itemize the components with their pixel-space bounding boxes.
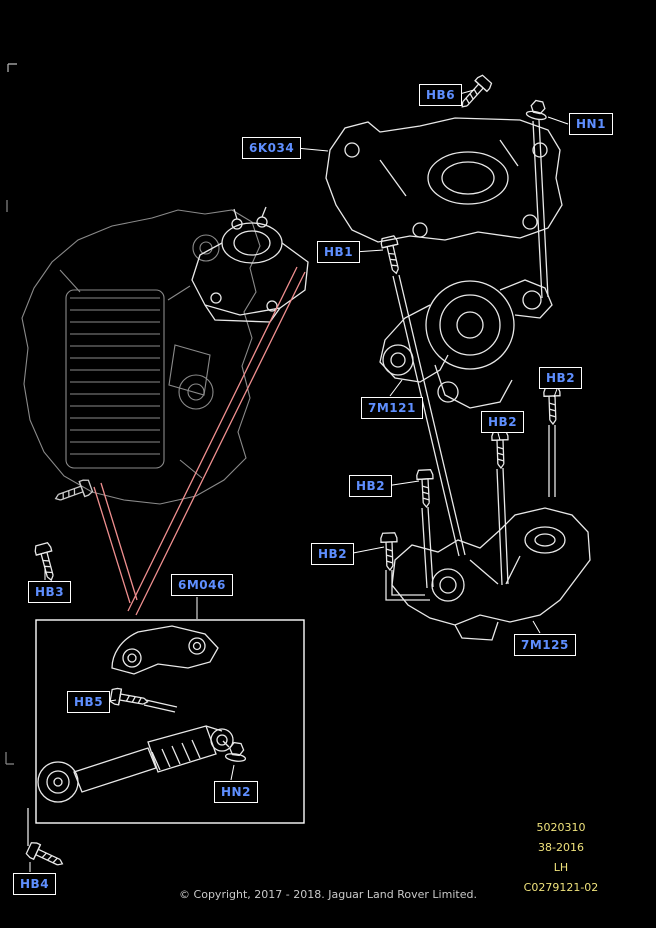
callout-hb3[interactable]: HB3	[28, 581, 72, 603]
nut-hn2-drawing	[222, 740, 249, 763]
bolt-hb5-drawing	[109, 686, 178, 713]
bracket-7m125-drawing	[391, 507, 591, 641]
highlight-leader-lines	[93, 266, 306, 616]
torque-rod-box-outline	[35, 619, 305, 824]
bolt-hb1-drawing	[379, 234, 466, 557]
callout-hb2-2[interactable]: HB2	[481, 411, 525, 433]
torque-rod-drawing	[37, 725, 234, 803]
stud-bolt-drawing	[52, 477, 94, 507]
callout-hb6[interactable]: HB6	[419, 84, 463, 106]
callout-hb5[interactable]: HB5	[67, 691, 111, 713]
bolt-hb2-d-drawing	[380, 532, 430, 601]
callout-hb2-1[interactable]: HB2	[539, 367, 583, 389]
figure-notes: 5020310 38-2016 LH C0279121-02	[503, 818, 619, 898]
callout-hb4[interactable]: HB4	[13, 873, 57, 895]
bolt-hb2-a-drawing	[543, 386, 562, 497]
callout-7m125[interactable]: 7M125	[514, 634, 576, 656]
upper-mount-drawing	[191, 206, 309, 323]
stray-marks	[5, 63, 17, 765]
callout-6m046[interactable]: 6M046	[171, 574, 233, 596]
nut-hn1-drawing	[525, 98, 550, 299]
callout-hb2-4[interactable]: HB2	[311, 543, 355, 565]
callout-6k034[interactable]: 6K034	[242, 137, 302, 159]
bolt-hb2-b-drawing	[491, 430, 510, 586]
callout-hn1[interactable]: HN1	[569, 113, 613, 135]
figure-date: 38-2016	[538, 841, 584, 854]
callout-hb1[interactable]: HB1	[317, 241, 361, 263]
mount-7m121-drawing	[379, 279, 553, 409]
callout-7m121[interactable]: 7M121	[361, 397, 423, 419]
callout-hb2-3[interactable]: HB2	[349, 475, 393, 497]
figure-side: LH	[553, 861, 569, 874]
bolt-hb4-drawing	[24, 808, 67, 872]
copyright-text: © Copyright, 2017 - 2018. Jaguar Land Ro…	[179, 888, 477, 901]
leader-lines	[29, 89, 569, 872]
bracket-6k034-drawing	[325, 117, 563, 243]
bolt-hb2-c-drawing	[415, 468, 436, 589]
torque-rod-bracket-drawing	[111, 625, 219, 675]
callout-hn2[interactable]: HN2	[214, 781, 258, 803]
drawing-number: C0279121-02	[523, 881, 599, 894]
engine-assembly-drawing	[21, 209, 261, 505]
bolt-hb3-drawing	[33, 541, 60, 583]
figure-number: 5020310	[536, 821, 586, 834]
